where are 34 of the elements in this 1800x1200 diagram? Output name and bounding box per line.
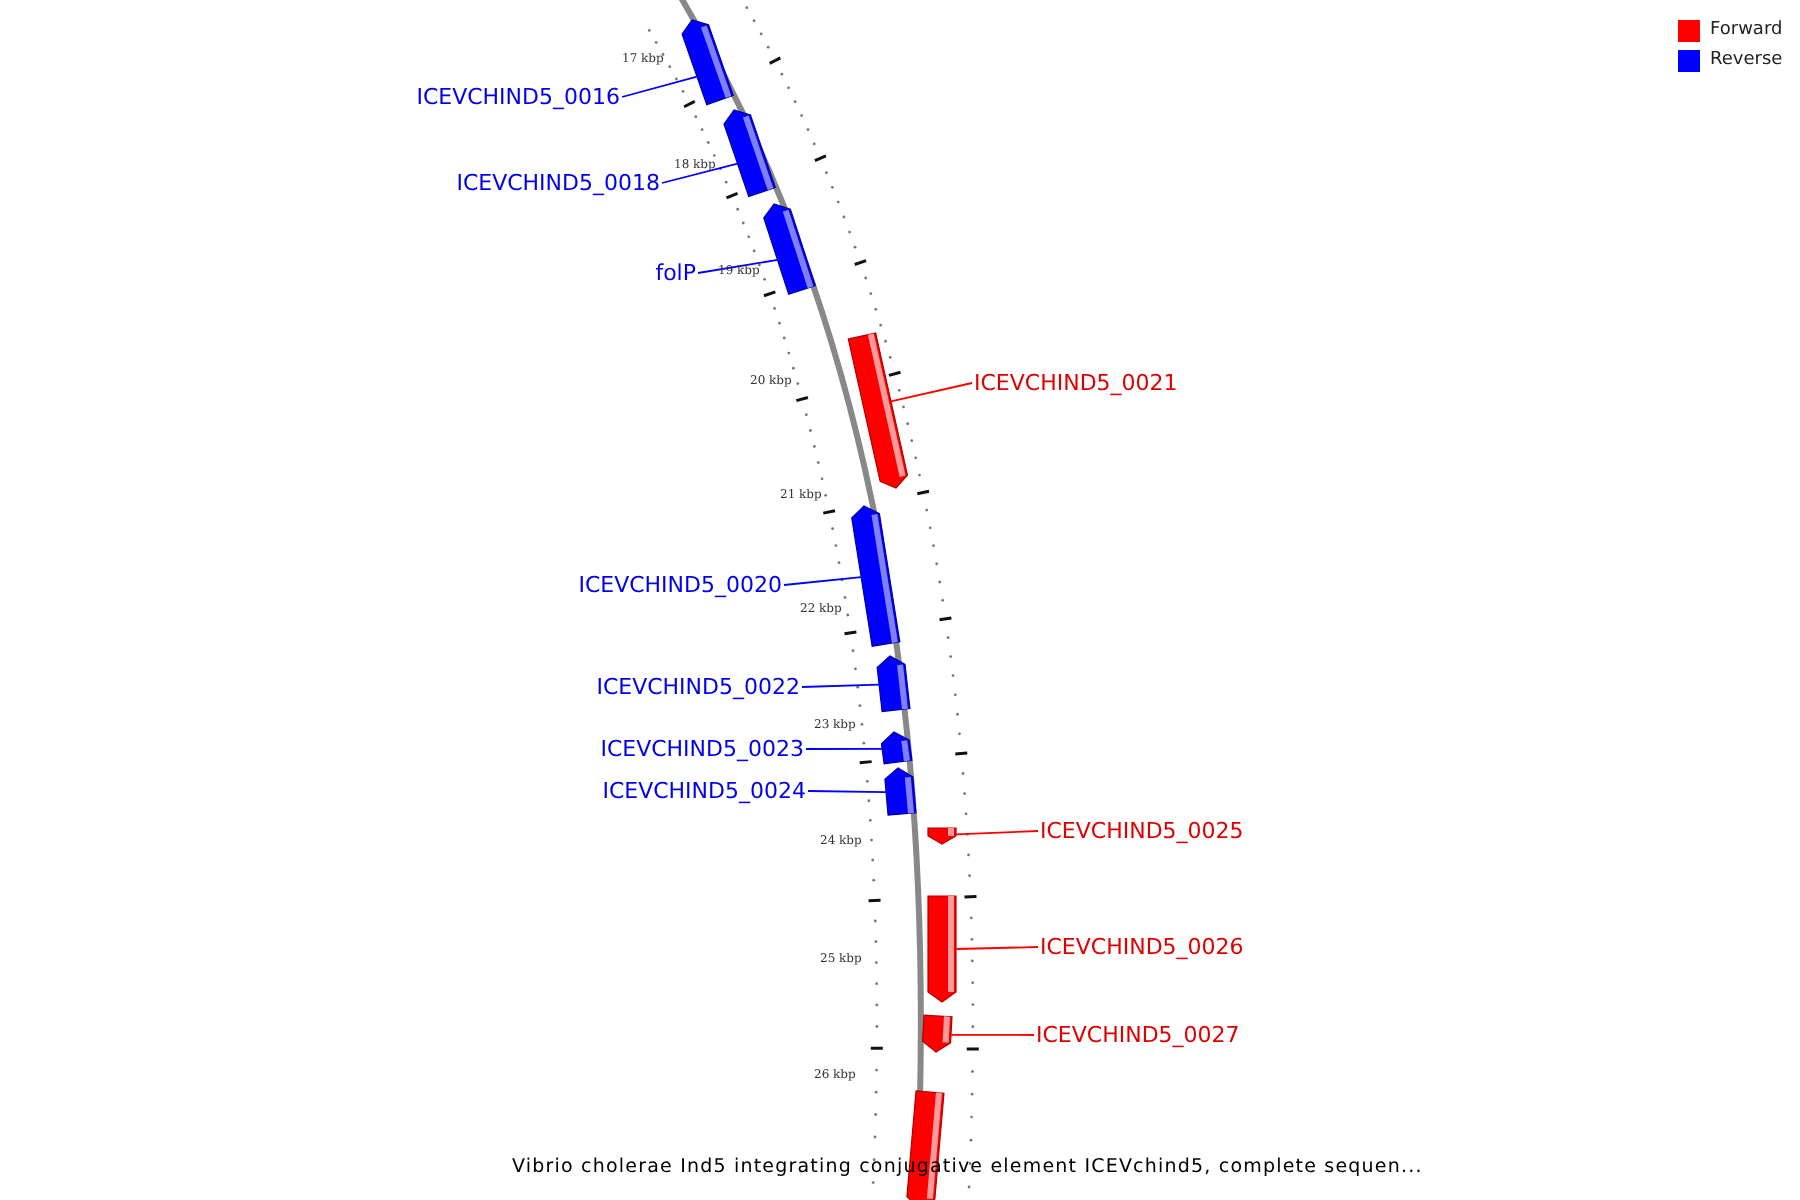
leader-line (661, 162, 739, 184)
leader-line (955, 946, 1039, 950)
gene-label: ICEVCHIND5_0021 (974, 370, 1178, 396)
leader-line (783, 576, 863, 586)
leader-line (807, 790, 887, 794)
gene-block (681, 19, 734, 106)
gene-label: folP (655, 260, 696, 286)
leader-line (801, 683, 880, 688)
gene-label: ICEVCHIND5_0024 (602, 778, 806, 804)
gene-block (851, 505, 901, 647)
leader-line (955, 830, 1039, 836)
gene-label: ICEVCHIND5_0026 (1040, 934, 1244, 960)
gene-label: ICEVCHIND5_0025 (1040, 818, 1244, 844)
leader-line (805, 747, 883, 750)
gene-label: ICEVCHIND5_0018 (456, 170, 660, 196)
gene-block (723, 109, 776, 198)
legend-label: Reverse (1710, 50, 1783, 72)
gene-label: ICEVCHIND5_0027 (1036, 1022, 1240, 1048)
gene-block (921, 1014, 953, 1053)
gene-block (927, 827, 957, 845)
leader-line (890, 382, 973, 403)
gene-block (927, 895, 957, 1003)
gene-block (763, 203, 817, 296)
gene-label: ICEVCHIND5_0022 (596, 674, 800, 700)
gene-label: ICEVCHIND5_0016 (416, 84, 620, 110)
gene-block (876, 655, 911, 713)
gene-label: ICEVCHIND5_0023 (600, 736, 804, 762)
gene-block (847, 332, 909, 489)
gene-block (880, 731, 913, 765)
gene-block (884, 767, 917, 816)
leader-line (950, 1033, 1035, 1036)
gene-label: ICEVCHIND5_0020 (578, 572, 782, 598)
legend-label: Forward (1710, 20, 1783, 42)
leader-line (621, 75, 698, 98)
